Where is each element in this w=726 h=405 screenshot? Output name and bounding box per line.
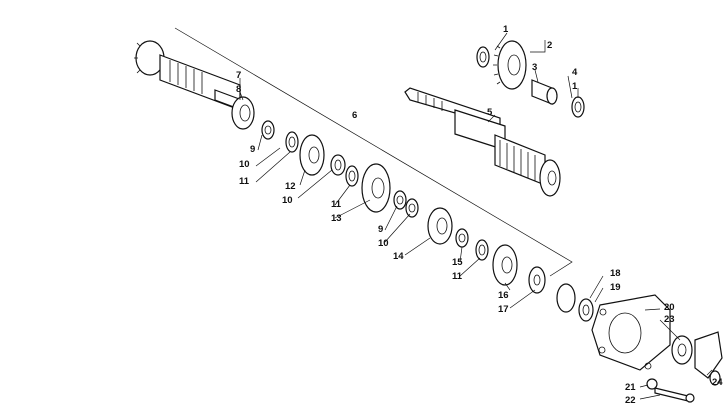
callout-18: 18 [610, 268, 621, 279]
callout-22: 22 [625, 395, 636, 405]
callout-11c: 11 [452, 271, 463, 282]
bearing-18-19 [556, 283, 594, 322]
callout-8: 8 [236, 84, 241, 95]
washer-10c [405, 198, 419, 218]
gear-2 [493, 40, 527, 90]
washer-4 [571, 96, 585, 118]
parts-7-8 [231, 96, 255, 130]
gear-12 [299, 134, 325, 176]
gear-13 [361, 163, 391, 213]
washer-1 [476, 46, 490, 68]
seal-23 [671, 335, 693, 365]
callout-13: 13 [331, 213, 342, 224]
cover-20 [591, 294, 671, 371]
callout-19: 19 [610, 282, 621, 293]
callout-12: 12 [285, 181, 296, 192]
callout-20: 20 [664, 302, 675, 313]
washer-9b [393, 190, 407, 210]
callout-15: 15 [452, 257, 463, 268]
bolt-21-22 [646, 378, 695, 403]
callout-17: 17 [498, 304, 509, 315]
callout-23: 23 [664, 314, 675, 325]
bearing-11c [475, 239, 489, 261]
washer-17 [528, 266, 546, 294]
callout-6: 6 [352, 110, 357, 121]
fitting-24 [694, 331, 723, 386]
callout-11b: 11 [331, 199, 342, 210]
callout-2: 2 [547, 40, 552, 51]
callout-1: 1 [503, 24, 509, 35]
callout-4: 4 [572, 67, 578, 78]
callout-21: 21 [625, 382, 636, 393]
bearing-11 [285, 131, 299, 153]
assembly-bracket-6 [174, 27, 573, 277]
callout-16: 16 [498, 290, 509, 301]
bushing-3 [531, 79, 558, 105]
callout-5: 5 [487, 107, 493, 118]
input-shaft [134, 40, 251, 114]
callout-7: 7 [236, 70, 241, 81]
callout-10c: 10 [378, 238, 389, 249]
callout-3: 3 [532, 62, 537, 73]
output-shaft [404, 87, 561, 197]
washer-10b [330, 154, 346, 176]
washer-15 [455, 228, 469, 248]
callout-24: 24 [712, 377, 723, 388]
callout-10b: 10 [282, 195, 293, 206]
bearing-11b [345, 165, 359, 187]
washer-9 [261, 120, 275, 140]
callout-9: 9 [250, 144, 255, 155]
callout-11: 11 [239, 176, 250, 187]
collar-14 [427, 207, 453, 245]
gear-16 [492, 244, 518, 286]
callout-14: 14 [393, 251, 404, 262]
callout-1b: 1 [572, 81, 578, 92]
callout-10: 10 [239, 159, 250, 170]
callout-9b: 9 [378, 224, 383, 235]
